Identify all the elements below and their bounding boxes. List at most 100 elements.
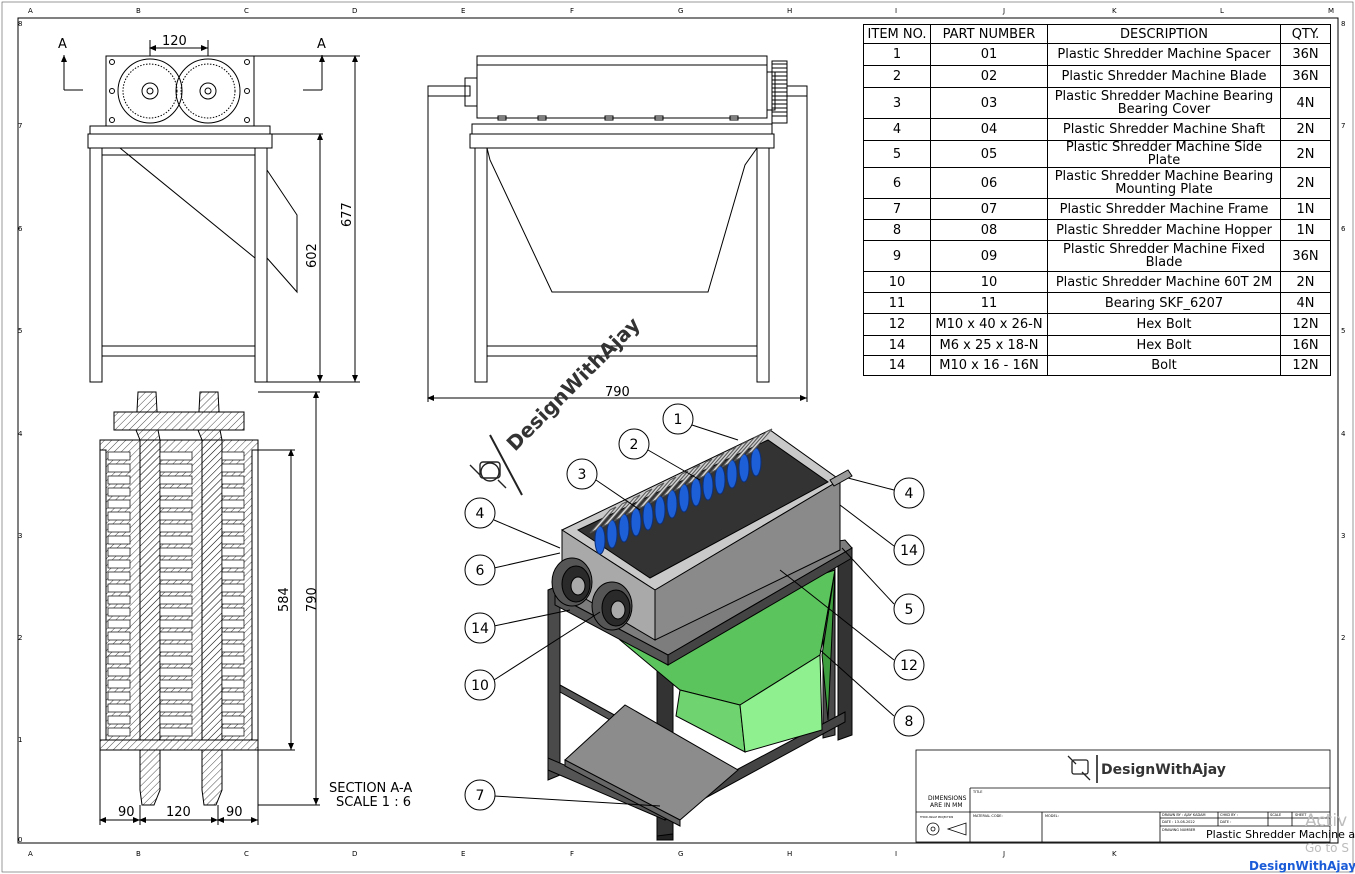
section-blade-block: [107, 559, 131, 569]
dim-center: 120: [166, 805, 191, 820]
zone-letter: F: [570, 7, 574, 15]
bom-cell-desc: Plastic Shredder Machine Bearing Mountin…: [1047, 167, 1281, 199]
svg-text:2: 2: [630, 437, 639, 453]
section-blade-block: [159, 571, 193, 581]
drawn-by: DRAWN BY : AJAY KADAM: [1162, 813, 1206, 817]
bom-cell-item: 10: [863, 271, 931, 293]
zone-number: 6: [1341, 225, 1346, 233]
iso-blade: [750, 447, 762, 477]
bom-cell-item: 14: [863, 335, 931, 356]
section-blade-block: [221, 583, 245, 593]
iso-fixed-blade: [637, 482, 665, 510]
zone-letter: A: [28, 7, 33, 15]
bom-cell-part: 11: [930, 292, 1048, 314]
zone-letters-bottom: A B C D E F G H I J K: [28, 850, 1117, 858]
iso-fixed-blade: [721, 440, 749, 468]
section-blade-block: [107, 679, 131, 689]
bom-header-row: ITEM NO. PART NUMBER DESCRIPTION QTY.: [863, 24, 1331, 44]
iso-fixed-blade: [601, 500, 629, 528]
iso-fixed-blade: [673, 464, 701, 492]
dim-height-total: 677: [340, 202, 355, 227]
bom-cell-item: 11: [863, 292, 931, 314]
bom-cell-desc: Plastic Shredder Machine Shaft: [1047, 118, 1281, 141]
section-blade-block: [221, 715, 245, 725]
front-view: [61, 40, 360, 383]
bom-cell-item: 3: [863, 87, 931, 119]
checked-by: CHKD BY :: [1220, 813, 1238, 817]
iso-blade: [618, 513, 630, 543]
section-blade-block: [159, 679, 193, 689]
svg-text:14: 14: [900, 543, 918, 559]
section-blade-block: [159, 595, 193, 605]
bom-cell-part: 04: [930, 118, 1048, 141]
bom-cell-qty: 2N: [1280, 167, 1331, 199]
zone-number: 8: [1341, 20, 1345, 28]
bom-cell-item: 4: [863, 118, 931, 141]
dim-inner-length: 584: [277, 587, 292, 612]
bom-cell-desc: Plastic Shredder Machine Side Plate: [1047, 140, 1281, 168]
dim-gear-spacing: 120: [162, 34, 187, 49]
bom-cell-item: 14: [863, 355, 931, 376]
svg-text:8: 8: [905, 714, 914, 730]
section-blade-block: [221, 727, 245, 737]
zone-number: 5: [1341, 327, 1345, 335]
iso-blade: [678, 483, 690, 513]
section-blade-block: [107, 643, 131, 653]
iso-fixed-blade: [709, 446, 737, 474]
title-label: TITLE: [972, 790, 982, 794]
bom-cell-part: 07: [930, 198, 1048, 220]
bom-cell-qty: 2N: [1280, 118, 1331, 141]
bom-cell-part: M10 x 16 - 16N: [930, 355, 1048, 376]
section-dims: [99, 391, 320, 825]
section-blade-block: [107, 619, 131, 629]
bom-cell-item: 5: [863, 140, 931, 168]
section-blade-block: [107, 691, 131, 701]
section-labels: 90 120 90 584 790 SECTION A-A SCALE 1 : …: [118, 587, 412, 820]
balloon-6: 6: [464, 552, 561, 586]
bom-cell-item: 9: [863, 240, 931, 272]
balloon-5: 5: [841, 547, 925, 625]
iso-blade: [642, 501, 654, 531]
section-blade-block: [159, 559, 193, 569]
section-blade-block: [221, 475, 245, 485]
section-blade-block: [107, 595, 131, 605]
section-blade-block: [221, 451, 245, 461]
section-blade-block: [159, 475, 193, 485]
bom-cell-item: 7: [863, 198, 931, 220]
balloon-8: 8: [819, 649, 925, 737]
bom-cell-qty: 36N: [1280, 65, 1331, 88]
section-blade-block: [159, 499, 193, 509]
iso-fixed-blade: [745, 428, 773, 456]
drawing-number-label: DRAWING NUMBER: [1162, 828, 1196, 832]
section-blade-block: [221, 547, 245, 557]
section-blade-block: [221, 691, 245, 701]
bom-cell-desc: Hex Bolt: [1047, 313, 1281, 336]
zone-letter: I: [895, 7, 897, 15]
section-blade-block: [159, 487, 193, 497]
section-blade-block: [159, 727, 193, 737]
balloon-1: 2: [618, 428, 701, 481]
dim-left: 90: [118, 805, 135, 820]
bom-cell-qty: 4N: [1280, 87, 1331, 119]
bom-cell-item: 1: [863, 43, 931, 66]
zone-letter: K: [1112, 850, 1117, 858]
bom-cell-part: 06: [930, 167, 1048, 199]
section-blade-block: [159, 547, 193, 557]
section-blade-block: [107, 727, 131, 737]
section-blade-block: [221, 487, 245, 497]
section-blade-block: [159, 463, 193, 473]
zone-letter: L: [1220, 7, 1224, 15]
section-blade-block: [221, 463, 245, 473]
bom-cell-desc: Bolt: [1047, 355, 1281, 376]
section-blade-block: [107, 475, 131, 485]
svg-text:6: 6: [476, 563, 485, 579]
zone-letter: D: [352, 7, 357, 15]
